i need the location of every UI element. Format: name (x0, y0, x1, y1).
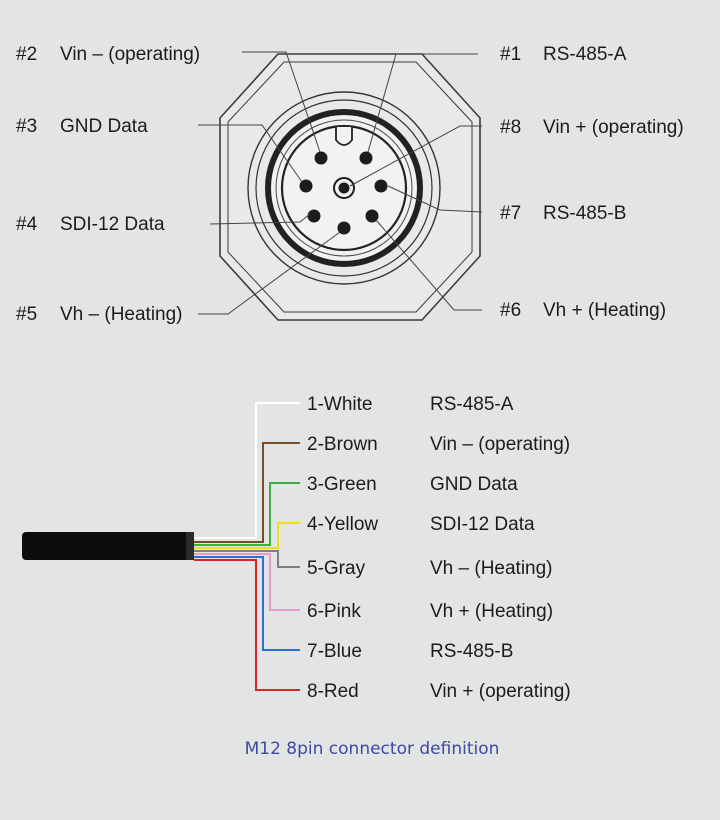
leader-pin-6 (375, 219, 482, 311)
wire-2-label: 2-Brown (307, 434, 378, 455)
cable-jacket (22, 532, 194, 560)
pin-3-hole (299, 179, 313, 193)
cable-jacket-edge (186, 532, 194, 560)
wire-2-line (194, 442, 300, 543)
pin-4-name: SDI-12 Data (60, 214, 165, 235)
wire-5-line (194, 550, 300, 568)
pin-5-name: Vh – (Heating) (60, 304, 183, 325)
pin-2-hole (314, 151, 328, 165)
leader-pin-3 (198, 124, 303, 183)
pin-7-name: RS-485-B (543, 203, 626, 224)
pin-2-name: Vin – (operating) (60, 44, 200, 65)
pin-6-id: #6 (500, 300, 521, 321)
wire-3-label: 3-Green (307, 474, 377, 495)
wire-1-label: 1-White (307, 394, 372, 415)
wire-7-label: 7-Blue (307, 641, 362, 662)
diagram-caption: M12 8pin connector definition (245, 739, 500, 759)
pin-8-name: Vin + (operating) (543, 117, 684, 138)
wire-7-line (194, 556, 300, 651)
wire-1-line (194, 402, 300, 539)
pin-8-id: #8 (500, 117, 521, 138)
leader-pin-5 (198, 231, 341, 315)
leader-pin-2 (242, 51, 321, 153)
pin-4-id: #4 (16, 214, 38, 235)
thread-ring-2 (275, 119, 413, 257)
wire-3-signal: GND Data (430, 474, 518, 495)
wire-6-label: 6-Pink (307, 601, 361, 622)
key-notch (335, 127, 353, 146)
cable-diagram: 1-White RS-485-A 2-Brown Vin – (operating) 3… (22, 394, 571, 702)
outer-ring-2 (255, 99, 433, 277)
leader-pin-8 (349, 125, 482, 187)
leader-pin-7 (387, 185, 483, 213)
pin-6-name: Vh + (Heating) (543, 300, 666, 321)
wire-4-line (194, 522, 300, 549)
pin-8-hole (338, 182, 350, 194)
connector-face: #2 Vin – (operating) #3 GND Data #4 SDI-… (16, 44, 684, 325)
leader-pin-4 (209, 213, 311, 225)
wire-4-label: 4-Yellow (307, 514, 378, 535)
pin-7-id: #7 (500, 203, 521, 224)
wire-6-signal: Vh + (Heating) (430, 601, 553, 622)
wire-8-line (194, 559, 300, 691)
wire-6-line (194, 553, 300, 611)
pin-1-hole (359, 151, 373, 165)
pin-5-hole (337, 221, 351, 235)
pin-4-hole (307, 209, 321, 223)
pin-1-id: #1 (500, 44, 521, 65)
pin-holes (299, 151, 388, 235)
wire-5-label: 5-Gray (307, 558, 366, 579)
pin-7-hole (374, 179, 388, 193)
wire-1-signal: RS-485-A (430, 394, 514, 415)
wire-8-signal: Vin + (operating) (430, 681, 571, 702)
wire-8-label: 8-Red (307, 681, 359, 702)
pin-5-id: #5 (16, 304, 37, 325)
leader-pin-1 (367, 53, 478, 153)
pin-labels: #2 Vin – (operating) #3 GND Data #4 SDI-… (16, 44, 684, 325)
outer-ring (247, 91, 441, 285)
pin-2-id: #2 (16, 44, 37, 65)
wire-4-signal: SDI-12 Data (430, 514, 535, 535)
wire-3-line (194, 482, 300, 546)
hex-nut-inner (227, 61, 473, 313)
wire-paths (194, 402, 300, 691)
leader-lines (198, 51, 483, 315)
pin-8-center-ring (333, 177, 355, 199)
wire-5-signal: Vh – (Heating) (430, 558, 553, 579)
wire-labels: 1-White RS-485-A 2-Brown Vin – (operating) 3… (307, 394, 571, 702)
pin-3-id: #3 (16, 116, 37, 137)
pin-1-name: RS-485-A (543, 44, 627, 65)
wire-2-signal: Vin – (operating) (430, 434, 570, 455)
pin-3-name: GND Data (60, 116, 148, 137)
wire-7-signal: RS-485-B (430, 641, 513, 662)
pin-6-hole (365, 209, 379, 223)
